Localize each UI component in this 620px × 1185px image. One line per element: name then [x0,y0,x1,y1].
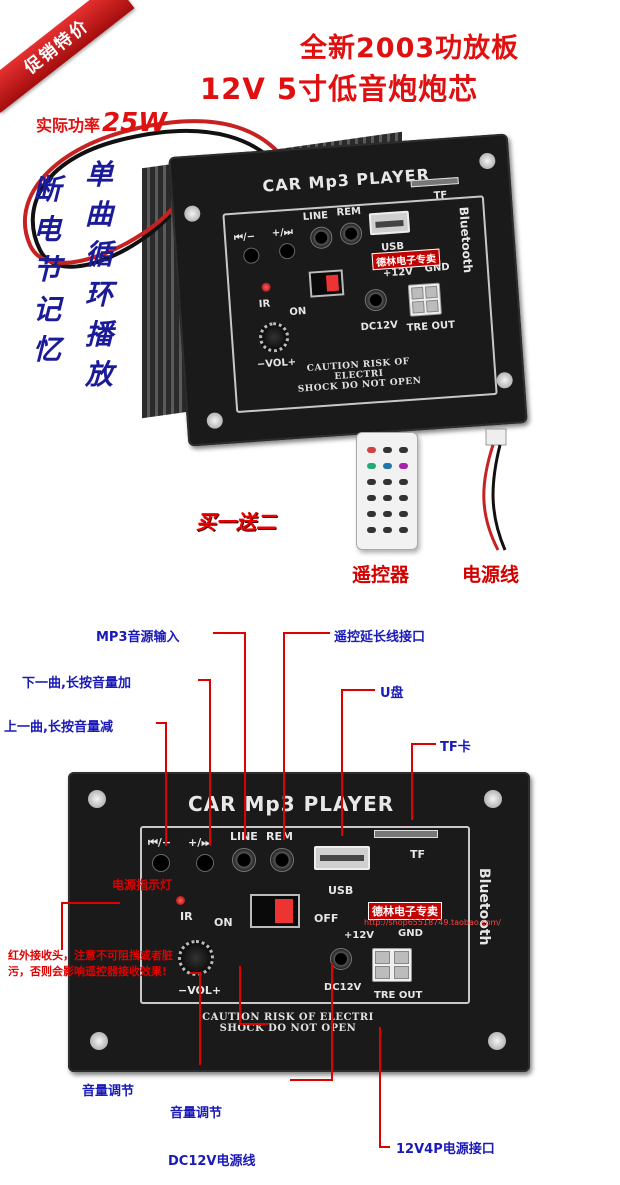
remote-caption: 遥控器 [352,564,410,586]
callout-remote-ext: 遥控延长线接口 [334,630,426,645]
headline-model: 全新2003功放板 [300,33,520,64]
callout-tf-card: TF卡 [440,740,471,755]
callout-power-4p: 12V4P电源接口 [396,1142,495,1157]
label-line: LINE [302,210,329,223]
caution-notice: CAUTION RISK OF ELECTRI SHOCK DO NOT OPE… [188,1012,388,1034]
feature-char: 断 [32,173,61,206]
caution-line: SHOCK DO NOT OPEN [219,1023,357,1034]
callout-mp3-input: MP3音源输入 [96,630,180,645]
prev-button[interactable] [152,854,170,872]
callout-next-track: 下一曲,长按音量加 [22,676,131,691]
label-ir: IR [258,298,271,311]
label-prev: ⏮/− [233,231,256,244]
usb-port[interactable] [314,846,370,870]
callout-dc12v-line: DC12V电源线 [168,1154,256,1169]
feature-char: 环 [84,278,113,311]
feature-single-loop: 单 曲 循 环 播 放 [82,155,116,395]
label-tre-out: TRE OUT [374,990,423,1001]
callout-volume-center: 音量调节 [170,1106,223,1121]
amp-panel-bottom: CAR Mp3 PLAYER TF ⏮/− +/⏭ LINE REM USB I… [68,772,530,1072]
feature-char: 忆 [32,333,61,366]
label-line: LINE [230,830,258,843]
feature-char: 循 [84,238,113,271]
amp-panel-top: CAR Mp3 PLAYER TF ⏮/− +/⏭ LINE REM USB I… [168,133,528,447]
label-rem: REM [266,830,293,843]
cable-caption: 电源线 [462,564,520,586]
remote-ext-jack[interactable] [270,848,294,872]
caution-line: CAUTION RISK OF ELECTRI [202,1012,374,1023]
screw-icon [484,790,502,808]
label-on: ON [289,305,307,319]
callout-volume-left: 音量调节 [82,1084,135,1099]
screw-icon [206,412,224,430]
label-usb: USB [328,884,354,897]
power-rating: 实际功率25W [36,108,167,138]
tf-card-slot[interactable] [374,830,438,838]
callout-ir-note: 红外接收头，注意不可阻挡或者脏污，否则会影响遥控器接收效果! [8,949,173,978]
volume-knob[interactable] [178,940,214,976]
label-tf: TF [433,189,448,202]
power-4p-connector[interactable] [407,282,442,317]
line-in-jack[interactable] [232,848,256,872]
screw-icon [183,205,201,223]
feature-char: 单 [84,158,113,191]
feature-char: 电 [32,213,61,246]
usb-port[interactable] [368,210,411,236]
feature-char: 放 [84,358,113,391]
headline-spec: 12V 5寸低音炮炮芯 [200,72,479,106]
shop-watermark: 德林电子专卖 [368,902,442,920]
callout-power-led: 电源指示灯 [112,878,173,892]
screw-icon [496,371,514,389]
power-cable [482,428,507,551]
power-switch[interactable] [250,894,300,928]
panel-title: CAR Mp3 PLAYER [261,165,431,196]
label-rem: REM [336,205,362,219]
label-dc12v: DC12V [324,982,362,993]
power-switch[interactable] [308,269,345,298]
feature-char: 记 [32,293,61,326]
remote-control [356,432,418,550]
red-black-wires [23,119,307,269]
label-off: OFF [314,912,339,925]
callout-usb-disk: U盘 [380,686,404,701]
shop-watermark-url: http://shop65518749.taobao.com/ [364,918,501,927]
promo-section: 促销特价 全新2003功放板 12V 5寸低音炮炮芯 实际功率25W 断 电 节… [0,0,620,590]
feature-char: 曲 [84,198,113,231]
label-gnd: GND [398,928,423,939]
label-ir: IR [180,910,193,923]
panel-title: CAR Mp3 PLAYER [188,792,395,816]
label-next: +/⏭ [271,226,294,240]
feature-power-memory: 断 电 节 记 忆 [30,170,64,370]
power-led [176,896,185,905]
feature-char: 播 [84,318,113,351]
callout-prev-track: 上一曲,长按音量减 [4,720,113,735]
callout-leader-lines [61,632,436,1148]
screw-icon [478,152,496,170]
label-tf: TF [410,848,426,861]
label-plus12v: +12V [344,930,375,941]
label-on: ON [214,916,233,929]
next-button[interactable] [196,854,214,872]
dc12v-jack[interactable] [330,948,352,970]
panel-inner-frame [140,826,470,1004]
screw-icon [88,790,106,808]
label-next: +/⏭ [188,836,212,849]
screw-icon [90,1032,108,1050]
gift-offer: 买一送二 [196,510,276,534]
screw-icon [488,1032,506,1050]
power-value: 25W [102,108,167,138]
power-4p-connector[interactable] [372,948,412,982]
feature-char: 节 [32,253,61,286]
power-label: 实际功率 [36,116,101,135]
